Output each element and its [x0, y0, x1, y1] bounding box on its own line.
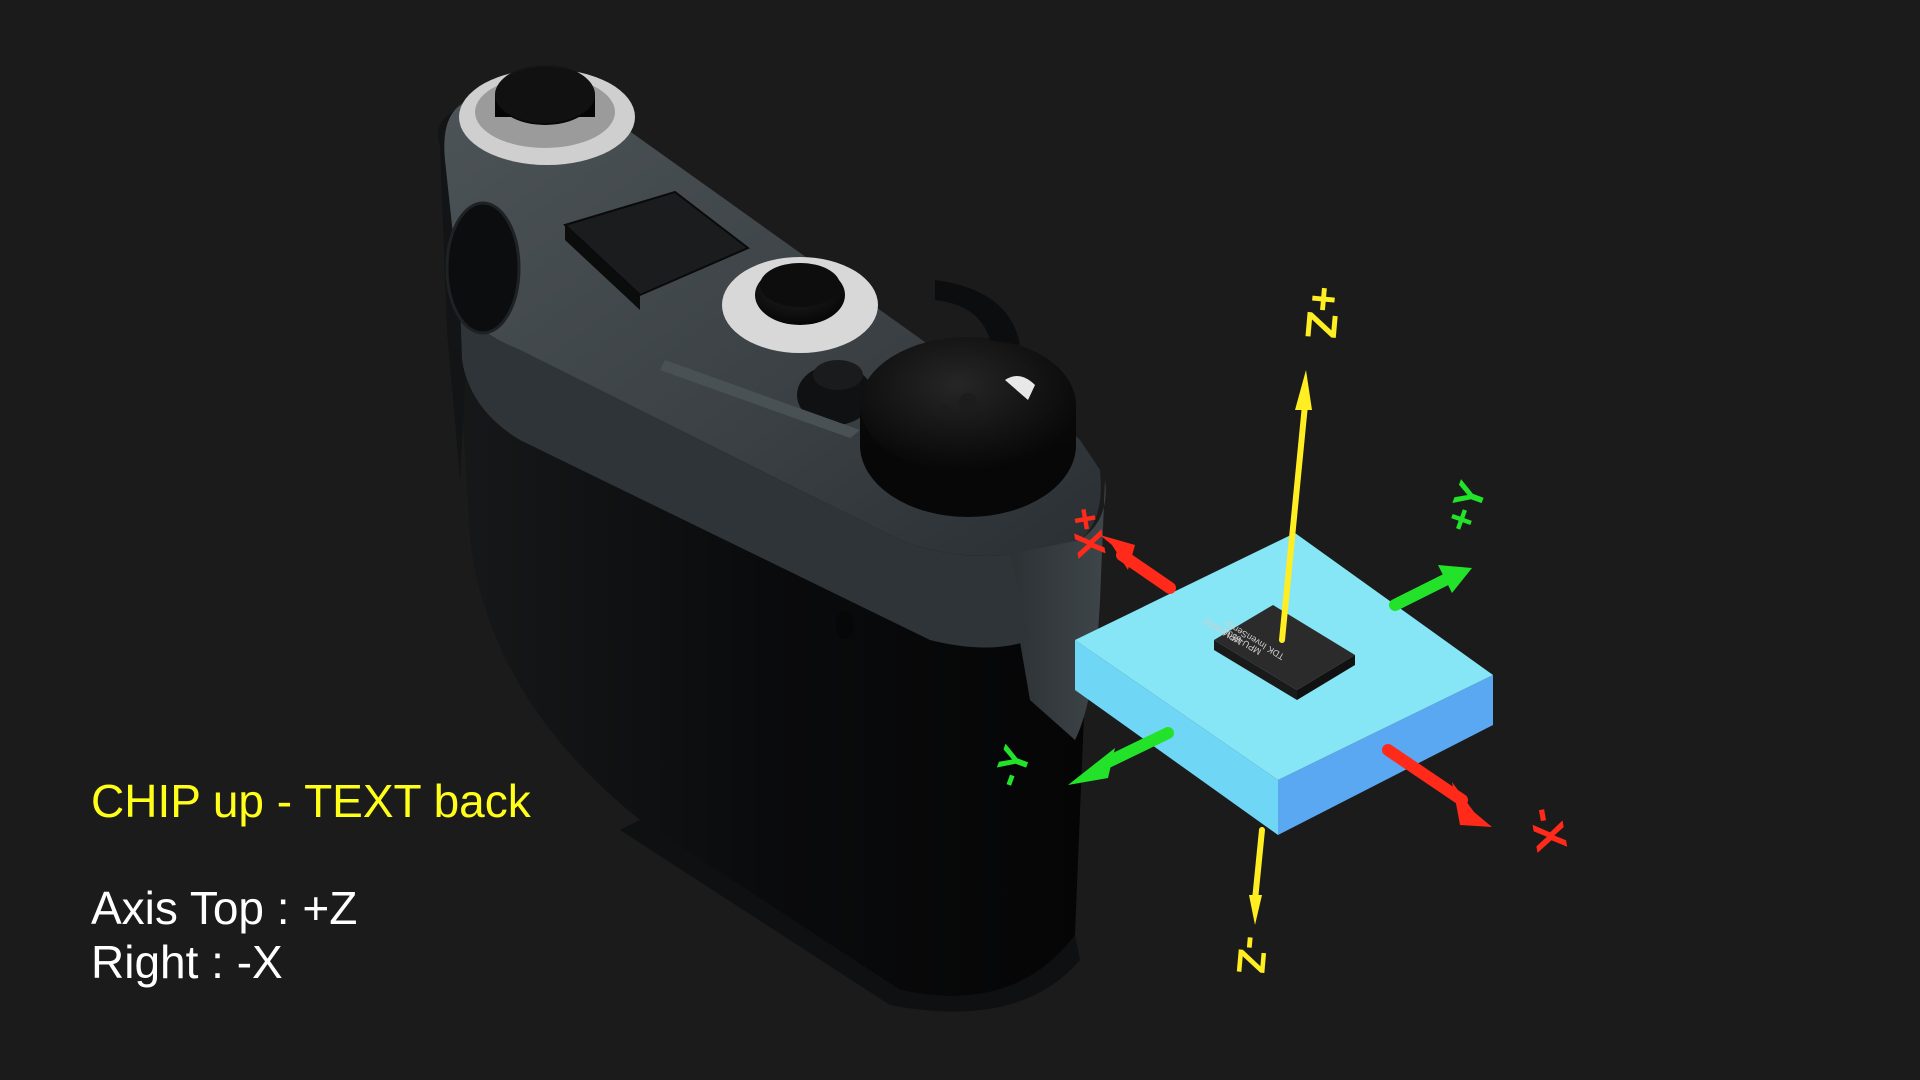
top-plate-groove — [660, 360, 860, 438]
x-axis-positive-label: +X — [1061, 504, 1113, 561]
x-axis-negative-label: -X — [1520, 803, 1576, 855]
board-left-side — [1075, 640, 1278, 835]
hot-shoe-front — [565, 225, 640, 310]
frame-counter-top — [813, 360, 863, 390]
dial-highlight — [1005, 376, 1035, 400]
lens-mount-hint — [935, 280, 1020, 345]
camera-body — [437, 65, 1106, 1012]
y-axis-negative-arrowhead-icon — [1068, 748, 1115, 785]
z-axis-negative-label: -Z — [1228, 934, 1275, 975]
axis-arrows: +Z -Z -X +X +Y -Y — [985, 284, 1576, 976]
rewind-knob-top — [495, 67, 595, 123]
imu-chip-side — [1214, 640, 1297, 700]
camera-base — [620, 820, 1080, 1012]
x-axis-negative-shaft — [1382, 744, 1468, 806]
z-axis-positive-label: +Z — [1295, 284, 1348, 341]
y-axis-positive-shaft — [1389, 574, 1451, 611]
camera-top-band — [460, 300, 1030, 648]
dial-dot-2 — [940, 405, 950, 415]
imu-chip-side-2 — [1297, 655, 1355, 700]
z-axis-negative-shaft — [1252, 827, 1265, 903]
caption-axis-top: Axis Top : +Z — [91, 882, 358, 934]
x-axis-positive-arrowhead-icon — [1100, 535, 1135, 570]
shutter-button-top — [760, 263, 840, 307]
y-axis-negative-shaft — [1102, 727, 1174, 768]
caption-title: CHIP up - TEXT back — [91, 775, 531, 827]
y-axis-positive-arrowhead-icon — [1438, 565, 1472, 593]
strap-eyelet-icon — [836, 611, 854, 639]
hot-shoe — [563, 190, 750, 297]
x-axis-negative-arrowhead-icon — [1452, 782, 1492, 827]
imu-chip-icon — [1214, 605, 1355, 690]
z-axis-positive-shaft — [1279, 402, 1308, 643]
shutter-collar-lever — [745, 320, 830, 350]
dial-dot — [959, 393, 977, 411]
z-axis-negative-arrowhead-icon — [1249, 895, 1262, 925]
caption-axis-right: Right : -X — [91, 936, 283, 988]
y-axis-positive-label: +Y — [1437, 476, 1496, 538]
sensor-board: MPU-6050 MPU-6500 TDK InvenSense — [1075, 533, 1493, 835]
camera-side-lug — [445, 201, 521, 335]
z-axis-positive-arrowhead-icon — [1295, 370, 1312, 410]
